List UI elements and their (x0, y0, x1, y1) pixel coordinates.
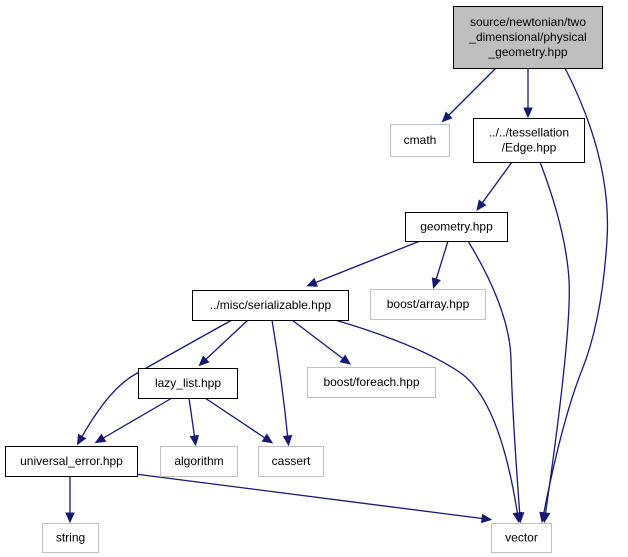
node-label: boost/array.hpp (387, 297, 470, 311)
node-box (491, 523, 552, 553)
edge-serializable-to-boost_foreach (291, 319, 351, 365)
edge-lazy_list-to-universal_error (94, 397, 173, 444)
arrowhead-icon (339, 354, 351, 365)
node-label: cmath (404, 133, 437, 147)
edge-line (434, 240, 449, 284)
node-box (192, 290, 349, 321)
edge-line (445, 67, 497, 119)
node-boost_array: boost/array.hpp (370, 289, 486, 320)
edge-line (539, 161, 570, 518)
node-edge[interactable]: ../../tessellation/Edge.hpp (473, 118, 585, 163)
edge-serializable-to-universal_error (76, 319, 233, 446)
edge-geometry-to-boost_array (431, 240, 449, 289)
edge-serializable-to-cassert (271, 319, 293, 447)
edge-line (134, 473, 487, 520)
arrowhead-icon (512, 511, 523, 524)
nodes-layer: source/newtonian/two_dimensional/physica… (5, 6, 603, 553)
edge-lazy_list-to-cassert (204, 397, 274, 444)
node-box (42, 523, 99, 553)
edge-geometry-to-serializable (306, 240, 421, 287)
arrowhead-icon (282, 435, 293, 447)
node-label: geometry.hpp (420, 220, 493, 234)
edge-universal_error-to-vector (134, 473, 493, 524)
edge-lazy_list-to-algorithm (188, 397, 200, 447)
arrowhead-icon (523, 107, 533, 119)
arrowhead-icon (189, 434, 200, 447)
arrowhead-icon (65, 512, 75, 524)
node-box (473, 118, 585, 163)
arrowhead-icon (261, 433, 274, 444)
node-serializable[interactable]: ../misc/serializable.hpp (192, 290, 349, 321)
node-label: string (56, 531, 85, 545)
edge-line (291, 319, 347, 362)
node-box (370, 289, 486, 320)
node-label: source/newtonian/two (470, 15, 586, 29)
arrowhead-icon (480, 513, 493, 524)
node-label: _dimensional/physical (468, 30, 586, 44)
node-label: cassert (272, 454, 311, 468)
node-label: /Edge.hpp (502, 141, 557, 155)
node-algorithm: algorithm (160, 446, 238, 477)
edge-line (79, 319, 233, 441)
edges-layer (65, 67, 609, 524)
arrowhead-icon (441, 111, 453, 123)
edge-edge-to-vector (539, 161, 570, 524)
node-box (307, 367, 436, 398)
edge-line (99, 397, 173, 441)
node-geometry[interactable]: geometry.hpp (405, 212, 508, 242)
node-box (390, 124, 450, 157)
node-box (160, 446, 238, 477)
node-box (453, 6, 603, 69)
edge-serializable-to-vector (334, 319, 523, 524)
node-string: string (42, 523, 99, 553)
node-boost_foreach: boost/foreach.hpp (307, 367, 436, 398)
node-box (258, 446, 324, 477)
node-label: ../misc/serializable.hpp (210, 298, 332, 312)
edge-edge-to-geometry (476, 161, 513, 212)
node-box (5, 446, 138, 477)
edge-line (542, 67, 609, 518)
edge-line (311, 240, 421, 285)
edge-root-to-cmath (441, 67, 497, 123)
node-label: lazy_list.hpp (155, 376, 221, 390)
node-vector: vector (491, 523, 552, 553)
edge-line (334, 319, 519, 518)
node-root[interactable]: source/newtonian/two_dimensional/physica… (453, 6, 603, 69)
node-label: ../../tessellation (489, 126, 569, 140)
edge-line (467, 240, 521, 518)
node-label: boost/foreach.hpp (323, 375, 419, 389)
arrowhead-icon (540, 511, 551, 524)
node-label: universal_error.hpp (20, 454, 123, 468)
node-cmath: cmath (390, 124, 450, 157)
node-box (405, 212, 508, 242)
edge-line (204, 397, 269, 441)
edge-line (202, 319, 249, 363)
node-box (138, 368, 238, 399)
edge-line (188, 397, 196, 441)
edge-line (479, 161, 513, 207)
arrowhead-icon (76, 433, 87, 446)
arrowhead-icon (431, 277, 441, 289)
arrowhead-icon (306, 277, 318, 287)
node-label: _geometry.hpp (487, 45, 567, 59)
arrowhead-icon (94, 433, 107, 444)
arrowhead-icon (476, 199, 487, 212)
edge-universal_error-to-string (65, 476, 75, 524)
node-label: vector (505, 531, 538, 545)
node-cassert: cassert (258, 446, 324, 477)
edge-line (271, 319, 289, 441)
edge-geometry-to-vector (467, 240, 525, 524)
edge-root-to-edge (523, 68, 533, 119)
node-universal_error[interactable]: universal_error.hpp (5, 446, 138, 477)
node-lazy_list[interactable]: lazy_list.hpp (138, 368, 238, 399)
arrowhead-icon (198, 355, 210, 367)
node-label: algorithm (174, 454, 223, 468)
edge-serializable-to-lazy_list (198, 319, 249, 367)
